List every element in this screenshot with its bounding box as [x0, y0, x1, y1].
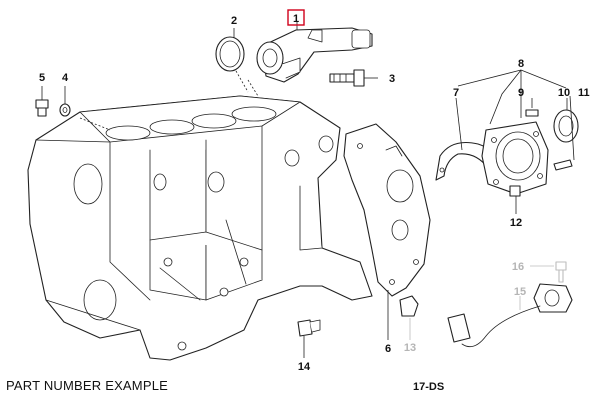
callout-5[interactable]: 5: [39, 72, 45, 84]
callout-11[interactable]: 11: [578, 87, 590, 99]
callout-12[interactable]: 12: [510, 217, 522, 229]
caption-text: PART NUMBER EXAMPLE: [6, 378, 169, 393]
washer-4[interactable]: [59, 103, 71, 117]
oil-seal[interactable]: [553, 109, 579, 143]
knock-sensor[interactable]: [447, 283, 573, 348]
callout-14[interactable]: 14: [298, 361, 311, 373]
diagram-code: 17-DS: [413, 381, 445, 393]
callout-2[interactable]: 2: [231, 15, 237, 27]
callout-1[interactable]: 1: [293, 13, 299, 25]
cover-gasket[interactable]: [343, 123, 431, 297]
highlight-box: [287, 9, 305, 26]
bolt-9[interactable]: [525, 109, 539, 117]
callout-3[interactable]: 3: [389, 73, 395, 85]
callout-labels: 1 2 3 4 5 6 7 8 9 10 11 12 13 14 15 16: [39, 13, 590, 373]
bolt-11[interactable]: [553, 159, 573, 171]
gasket-ring[interactable]: [215, 36, 245, 72]
callout-13[interactable]: 13: [404, 342, 416, 354]
callout-4[interactable]: 4: [62, 72, 69, 84]
callout-16[interactable]: 16: [512, 261, 524, 273]
callout-7[interactable]: 7: [453, 87, 459, 99]
engine-block[interactable]: [27, 95, 373, 361]
plug-14[interactable]: [297, 319, 321, 337]
leader-lines: [41, 22, 575, 358]
callout-15[interactable]: 15: [514, 286, 526, 298]
plug-13[interactable]: [399, 295, 419, 317]
dowel-12[interactable]: [509, 185, 521, 197]
callout-8[interactable]: 8: [518, 58, 524, 70]
seal-housing[interactable]: [481, 121, 549, 195]
bolt-16[interactable]: [555, 261, 567, 283]
coolant-pipe[interactable]: [256, 27, 373, 83]
plug-5[interactable]: [35, 99, 49, 117]
callout-6[interactable]: 6: [385, 343, 391, 355]
callout-9[interactable]: 9: [518, 87, 524, 99]
callout-10[interactable]: 10: [558, 87, 570, 99]
bolt-3[interactable]: [329, 69, 365, 87]
